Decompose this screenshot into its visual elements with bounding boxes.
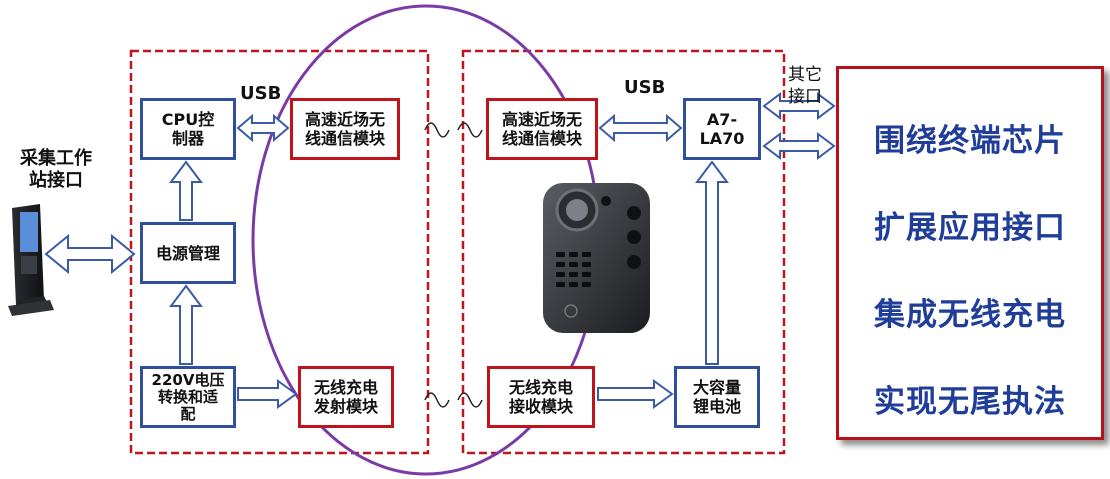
battery-box: 大容量 锂电池	[674, 366, 760, 428]
cpu-controller-box: CPU控 制器	[140, 98, 236, 160]
body-camera-icon	[543, 183, 650, 333]
left-module-frame	[129, 49, 430, 455]
arrow-power-cpu	[169, 160, 203, 221]
a7-chip-box: A7- LA70	[683, 98, 761, 160]
wave-icon	[457, 392, 483, 408]
nfc-module-right-box: 高速近场无 线通信模块	[486, 98, 598, 160]
arrow-wcrx-battery	[597, 379, 674, 409]
feature-item: 围绕终端芯片	[874, 123, 1066, 159]
arrow-nfc-a7	[598, 113, 683, 143]
power-management-box: 电源管理	[140, 222, 236, 284]
wireless-charging-rx-box: 无线充电 接收模块	[487, 366, 595, 428]
kiosk-icon	[8, 204, 54, 316]
arrow-cpu-nfc	[236, 113, 290, 143]
feature-item: 集成无线充电	[874, 297, 1066, 333]
arrows-layer	[44, 92, 836, 409]
wave-icon	[424, 122, 450, 138]
arrow-a7-panel-upper	[762, 92, 836, 120]
usb-label-right: USB	[624, 77, 666, 98]
arrow-converter-power	[169, 284, 203, 365]
arrow-battery-a7	[695, 160, 729, 365]
station-interface-label: 采集工作 站接口	[20, 148, 92, 191]
arrow-a7-panel-lower	[762, 132, 836, 160]
wave-icon	[424, 392, 450, 408]
other-interface-label: 其它 接口	[788, 65, 822, 107]
right-module-frame	[461, 49, 786, 455]
wireless-charging-tx-box: 无线充电 发射模块	[298, 366, 394, 428]
feature-panel: 围绕终端芯片 扩展应用接口 集成无线充电 实现无尾执法	[836, 66, 1104, 440]
feature-item: 实现无尾执法	[874, 384, 1066, 420]
usb-label-left: USB	[240, 83, 282, 104]
nfc-module-left-box: 高速近场无 线通信模块	[290, 98, 400, 160]
feature-item: 扩展应用接口	[874, 210, 1066, 246]
wave-icon	[457, 122, 483, 138]
arrow-station-power	[44, 233, 136, 275]
arrow-converter-wctx	[237, 379, 298, 409]
voltage-converter-box: 220V电压 转换和适 配	[140, 366, 236, 428]
